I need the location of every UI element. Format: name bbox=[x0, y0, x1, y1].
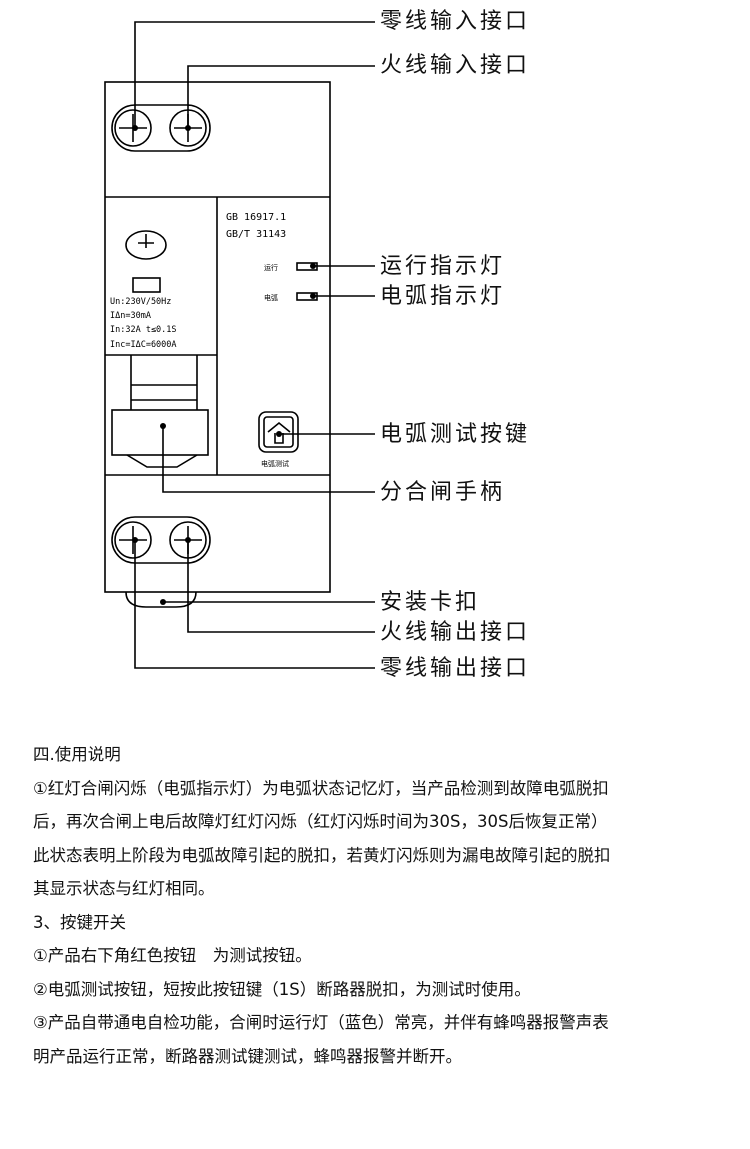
instructions: 四.使用说明 ①红灯合闸闪烁（电弧指示灯）为电弧状态记忆灯，当产品检测到故障电弧… bbox=[33, 738, 733, 1073]
test-label: 电弧测试 bbox=[261, 459, 289, 468]
section-title: 四.使用说明 bbox=[33, 745, 121, 764]
spec: Un:230V/50Hz bbox=[110, 297, 171, 307]
spec: IΔn=30mA bbox=[110, 311, 151, 321]
std2: GB/T 31143 bbox=[226, 229, 286, 240]
paragraph-line: 其显示状态与红灯相同。 bbox=[33, 879, 215, 898]
spec: In:32A t≤0.1S bbox=[110, 325, 177, 335]
callout-live-out: 火线输出接口 bbox=[380, 620, 531, 645]
callout-run-light: 运行指示灯 bbox=[380, 254, 506, 279]
run-mark: 运行 bbox=[264, 263, 278, 272]
callout-clip: 安装卡扣 bbox=[380, 590, 481, 615]
paragraph-line: ③产品自带通电自检功能，合闸时运行灯（蓝色）常亮，并伴有蜂鸣器报警声表 bbox=[33, 1013, 609, 1032]
paragraph-line: 明产品运行正常，断路器测试键测试，蜂鸣器报警并断开。 bbox=[33, 1046, 462, 1066]
leader-lines bbox=[134, 21, 375, 669]
section-title: 3、按键开关 bbox=[33, 912, 126, 932]
paragraph-line: 此状态表明上阶段为电弧故障引起的脱扣，若黄灯闪烁则为漏电故障引起的脱扣 bbox=[33, 845, 611, 865]
callout-live-in: 火线输入接口 bbox=[380, 53, 531, 78]
std1: GB 16917.1 bbox=[226, 212, 286, 223]
callout-handle: 分合闸手柄 bbox=[380, 480, 506, 505]
breaker-diagram: GB 16917.1 GB/T 31143 运行 电弧 Un:230V/50Hz… bbox=[104, 21, 375, 669]
spec: Inc=IΔC=6000A bbox=[110, 340, 177, 350]
device-body bbox=[104, 81, 331, 608]
paragraph-line: ①红灯合闸闪烁（电弧指示灯）为电弧状态记忆灯，当产品检测到故障电弧脱扣 bbox=[33, 778, 609, 798]
arc-mark: 电弧 bbox=[264, 293, 278, 302]
paragraph-line: 后，再次合闸上电后故障灯红灯闪烁（红灯闪烁时间为30S，30S后恢复正常） bbox=[33, 812, 608, 831]
paragraph-line: ①产品右下角红色按钮 为测试按钮。 bbox=[33, 946, 312, 965]
callout-neutral-out: 零线输出接口 bbox=[380, 656, 531, 681]
paragraph-line: ②电弧测试按钮，短按此按钮键（1S）断路器脱扣，为测试时使用。 bbox=[33, 979, 531, 999]
callout-arc-light: 电弧指示灯 bbox=[380, 284, 506, 309]
callout-arc-test-key: 电弧测试按键 bbox=[380, 422, 531, 447]
callout-neutral-in: 零线输入接口 bbox=[380, 9, 531, 34]
